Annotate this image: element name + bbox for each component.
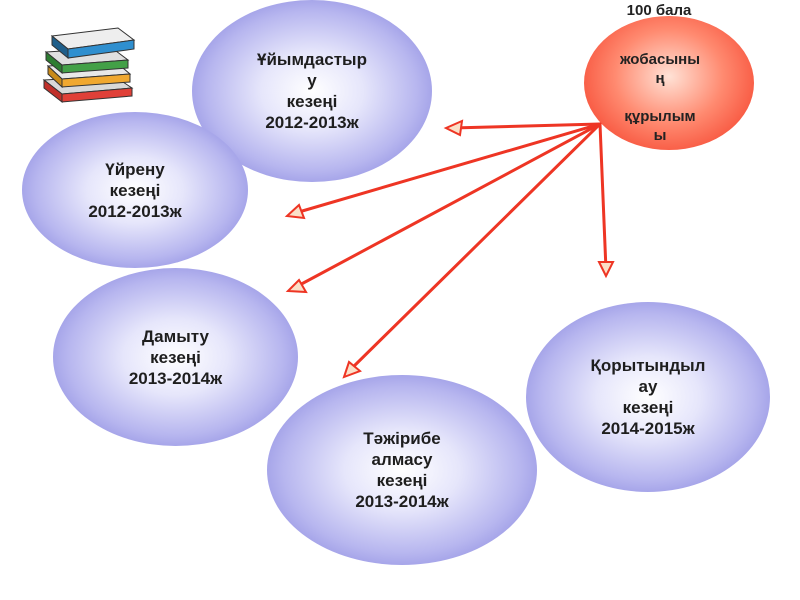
arrowhead-conclude [597,261,615,279]
stage-organize-label: Ұйымдастыр у кезеңі 2012-2013ж [257,50,367,132]
stage-develop-label: Дамыту кезеңі 2013-2014ж [128,326,223,388]
hub-ellipse [584,16,754,150]
stage-learn-label: Үйрену кезеңі 2012-2013ж [88,159,182,221]
stage-conclude: Қорытындыл ау кезеңі 2014-2015ж [526,302,770,492]
arrowhead-develop [285,278,308,294]
hub-text: жобасыны ң құрылым ы [619,51,701,144]
arrowhead-exchange [342,360,362,379]
arrow-to-organize [450,122,602,130]
hub-title: 100 бала [626,2,692,19]
stage-exchange: Тәжірибе алмасу кезеңі 2013-2014ж [267,375,537,565]
stage-learn: Үйрену кезеңі 2012-2013ж [22,112,248,268]
stage-conclude-label: Қорытындыл ау кезеңі 2014-2015ж [590,356,706,438]
arrowhead-organize [443,119,464,137]
books-icon [42,27,136,104]
arrowhead-learn [284,203,306,220]
stage-exchange-label: Тәжірибе алмасу кезеңі 2013-2014ж [355,429,449,511]
stage-develop: Дамыту кезеңі 2013-2014ж [53,268,298,446]
arrow-to-conclude [598,122,608,272]
